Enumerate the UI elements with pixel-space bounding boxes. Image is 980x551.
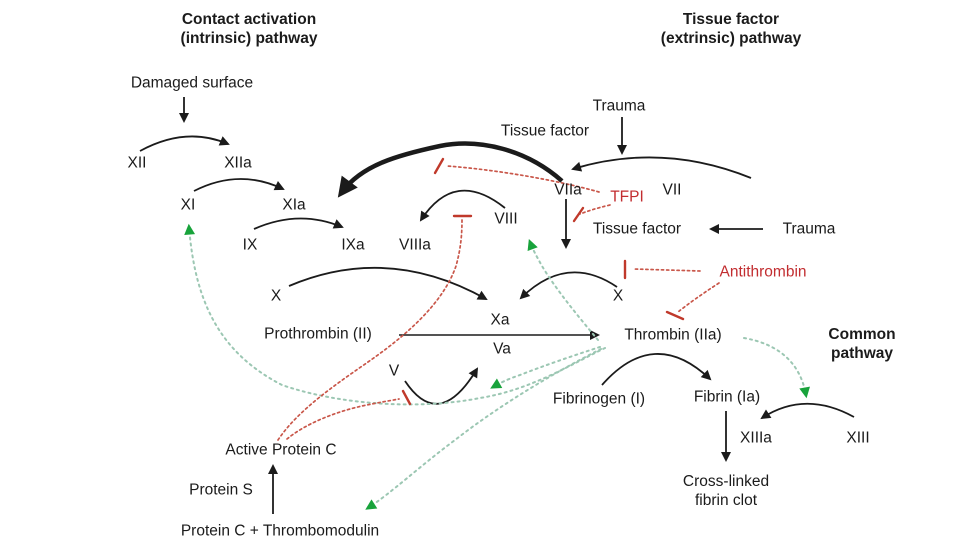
label-trauma-right: Trauma	[782, 220, 836, 238]
title-extrinsic-pathway: Tissue factor (extrinsic) pathway	[660, 11, 802, 47]
red-inhibition-lines	[277, 165, 720, 441]
label-factor-xiia: XIIa	[224, 154, 252, 172]
label-tissue-factor-top: Tissue factor	[500, 122, 590, 140]
label-factor-viii: VIII	[494, 210, 518, 228]
label-prothrombin: Prothrombin (II)	[264, 325, 372, 343]
arrow-xii-to-xiia	[139, 135, 230, 152]
arrow-xiii-to-xiiia	[760, 402, 855, 420]
label-factor-x-right: X	[612, 287, 624, 305]
arrow-x-left-to-xa	[288, 267, 488, 300]
label-factor-v: V	[388, 362, 400, 380]
inhibit-apc-to-va	[286, 398, 400, 440]
label-factor-x-left: X	[270, 287, 282, 305]
tbar-tfpi-x-arrow	[572, 206, 585, 223]
feedback-thrombin-to-protein-c	[365, 348, 602, 510]
arrow-vii-to-viia	[571, 156, 752, 179]
title-common-pathway: Common pathway	[828, 326, 896, 362]
label-factor-xa: Xa	[490, 311, 510, 329]
arrow-xi-to-xia	[193, 178, 285, 192]
label-fibrinogen: Fibrinogen (I)	[552, 390, 646, 408]
red-tbar-caps	[401, 157, 685, 406]
label-factor-xia: XIa	[282, 196, 306, 214]
tbar-tfpi-ix-arrow	[433, 157, 445, 175]
feedback-thrombin-to-xiii	[743, 337, 810, 399]
label-cross-linked-clot: Cross-linked fibrin clot	[682, 473, 770, 509]
arrow-viii-to-viiia	[419, 189, 506, 222]
label-factor-ix: IX	[242, 236, 258, 254]
inhibit-tfpi-to-viia-x-arrow	[579, 204, 611, 215]
label-factor-viia: VIIa	[554, 181, 582, 199]
label-factor-xiiia: XIIIa	[740, 429, 772, 447]
label-active-protein-c: Active Protein C	[225, 441, 337, 459]
feedback-thrombin-to-v	[490, 346, 601, 389]
inhibit-antithrombin-to-xa	[633, 268, 701, 272]
label-protein-s: Protein S	[189, 481, 253, 499]
inhibit-apc-to-viiia	[277, 218, 463, 441]
feedback-thrombin-to-viii	[527, 238, 599, 341]
arrow-viia-to-ix-thick	[337, 141, 564, 198]
tbar-antithrombin-thrombin	[665, 310, 685, 321]
arrow-fibrinogen-to-fibrin	[601, 353, 712, 386]
label-factor-viiia: VIIIa	[399, 236, 431, 254]
label-damaged-surface: Damaged surface	[130, 74, 254, 92]
green-feedback-arrows	[184, 223, 810, 510]
tbar-apc-va	[401, 389, 412, 406]
label-factor-vii: VII	[662, 181, 682, 199]
label-protein-c-thrombomodulin: Protein C + Thrombomodulin	[180, 522, 380, 540]
inhibit-antithrombin-to-thrombin	[677, 282, 720, 313]
label-tissue-factor-mid: Tissue factor	[592, 220, 682, 238]
label-factor-ixa: IXa	[341, 236, 365, 254]
arrow-ix-to-ixa	[253, 217, 344, 230]
label-factor-xi: XI	[180, 196, 196, 214]
label-fibrin: Fibrin (Ia)	[693, 388, 761, 406]
arrow-x-right-to-xa	[519, 271, 618, 300]
label-antithrombin: Antithrombin	[719, 263, 807, 281]
label-trauma-top: Trauma	[592, 97, 646, 115]
label-factor-va: Va	[493, 340, 511, 358]
arrow-v-to-va	[404, 367, 479, 405]
label-tfpi: TFPI	[610, 188, 644, 206]
label-factor-xii: XII	[127, 154, 147, 172]
title-intrinsic-pathway: Contact activation (intrinsic) pathway	[180, 11, 318, 47]
label-thrombin: Thrombin (IIa)	[624, 326, 722, 344]
inhibit-tfpi-to-viia-ix-arrow	[446, 165, 600, 193]
label-factor-xiii: XIII	[846, 429, 870, 447]
